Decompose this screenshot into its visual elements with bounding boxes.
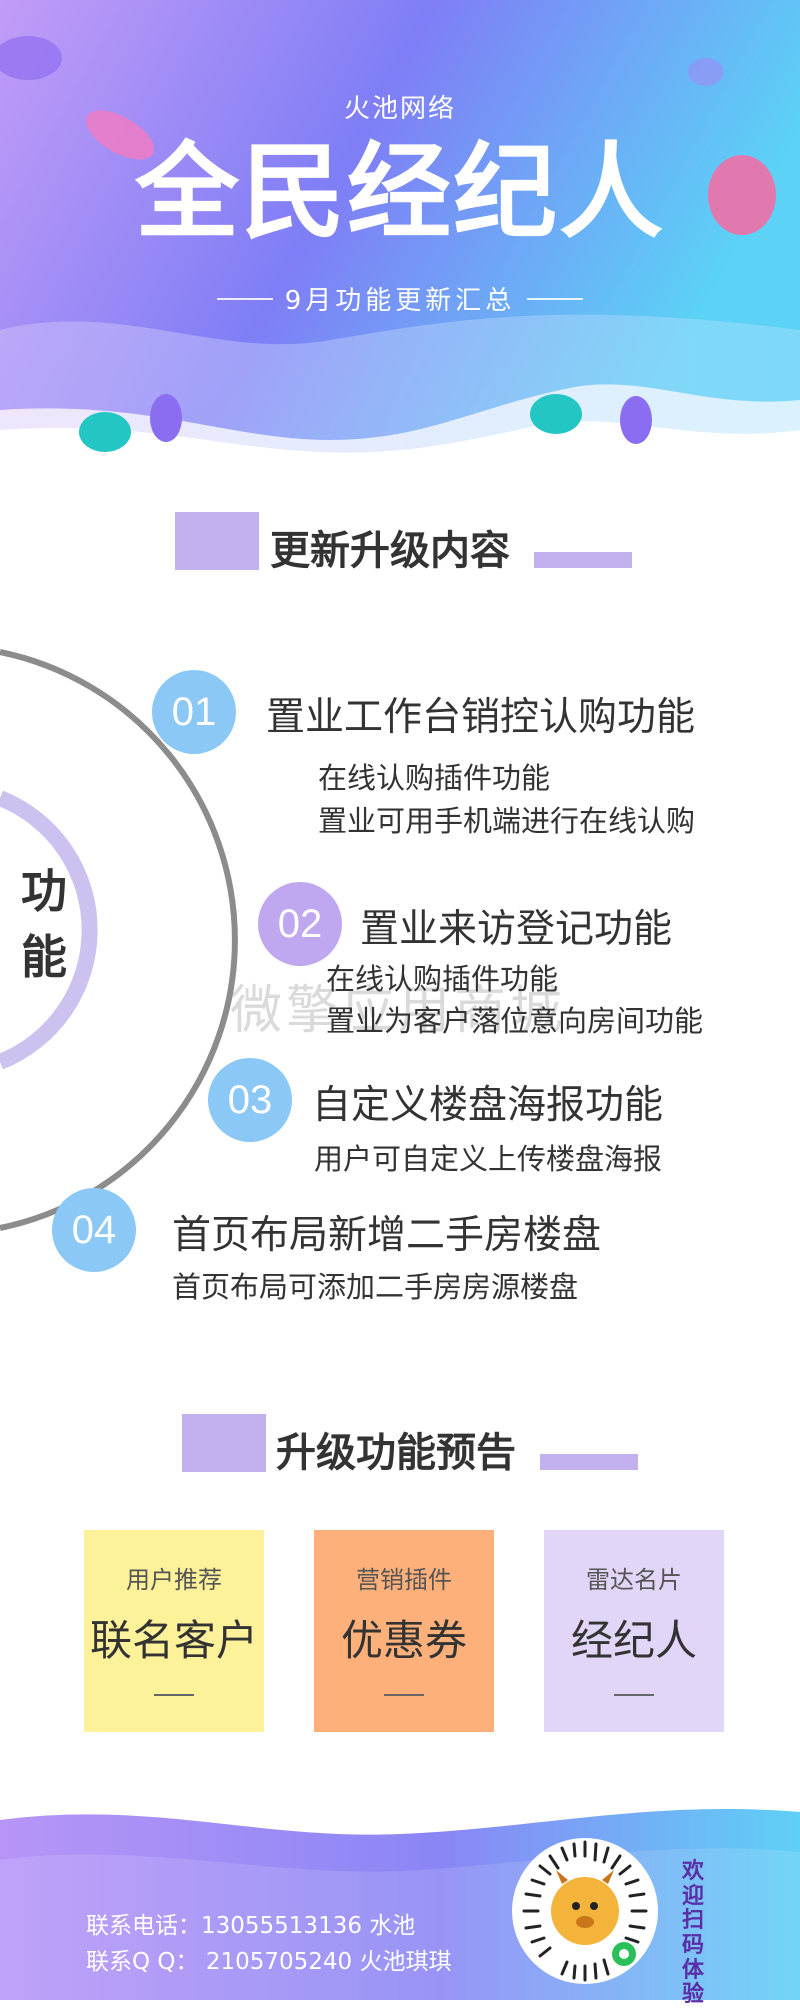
card-divider <box>154 1694 194 1696</box>
subtitle-row: 9月功能更新汇总 <box>0 280 800 317</box>
feature-number-badge: 03 <box>208 1058 292 1142</box>
side-label-1: 功 <box>21 864 67 918</box>
preview-card-coupon: 营销插件 优惠券 <box>314 1530 494 1732</box>
card-title: 优惠券 <box>340 1616 467 1665</box>
mini-program-qr-icon[interactable] <box>510 1836 660 1986</box>
section-heading-update: 更新升级内容 <box>0 508 800 578</box>
card-divider <box>384 1694 424 1696</box>
heading-block-left <box>182 1414 266 1472</box>
feature-arc <box>0 649 238 1231</box>
feature-desc: 置业可用手机端进行在线认购 <box>318 804 696 838</box>
footer-banner: 联系电话：13055513136 水池 联系Q Q： 2105705240 火池… <box>0 1800 800 2007</box>
card-divider <box>614 1694 654 1696</box>
card-caption: 营销插件 <box>356 1566 452 1594</box>
page-title: 全民经纪人 <box>134 131 665 253</box>
header-banner: 火池网络 全民经纪人 9月功能更新汇总 <box>0 0 800 470</box>
subtitle-line-right <box>527 297 584 300</box>
card-caption: 用户推荐 <box>126 1566 222 1594</box>
page-subtitle: 9月功能更新汇总 <box>284 286 516 316</box>
subtitle-line-left <box>216 297 273 300</box>
brand-name: 火池网络 <box>343 94 456 124</box>
feature-number-badge: 02 <box>258 882 342 966</box>
section-title-update: 更新升级内容 <box>270 528 510 574</box>
feature-title: 置业来访登记功能 <box>360 907 673 952</box>
card-title: 联名客户 <box>89 1616 258 1665</box>
heading-block-left <box>175 512 259 570</box>
watermark: 微擎应用商城 <box>230 981 567 1041</box>
heading-block-right <box>534 552 632 568</box>
feature-desc: 首页布局可添加二手房房源楼盘 <box>172 1270 579 1304</box>
preview-card-agent: 雷达名片 经纪人 <box>544 1530 724 1732</box>
feature-desc: 置业为客户落位意向房间功能 <box>326 1004 704 1038</box>
header-background <box>0 0 800 470</box>
feature-desc: 在线认购插件功能 <box>318 761 551 795</box>
card-caption: 雷达名片 <box>586 1566 682 1594</box>
feature-list: 功 能 01 置业工作台销控认购功能 在线认购插件功能 置业可用手机端进行在线认… <box>0 620 800 1340</box>
heading-block-right <box>540 1454 638 1470</box>
contact-phone: 联系电话：13055513136 水池 <box>86 1913 416 1939</box>
feature-title: 置业工作台销控认购功能 <box>266 695 696 740</box>
preview-card-joint-customer: 用户推荐 联名客户 <box>84 1530 264 1732</box>
side-label-2: 能 <box>21 930 67 984</box>
welcome-scan-text: 欢迎扫码体验 <box>681 1859 704 2008</box>
section-title-preview: 升级功能预告 <box>276 1430 516 1476</box>
card-title: 经纪人 <box>570 1616 697 1665</box>
feature-title: 自定义楼盘海报功能 <box>312 1083 664 1128</box>
feature-desc: 用户可自定义上传楼盘海报 <box>314 1142 663 1176</box>
contact-qq: 联系Q Q： 2105705240 火池琪琪 <box>86 1949 452 1975</box>
feature-title: 首页布局新增二手房楼盘 <box>172 1213 602 1258</box>
section-heading-preview: 升级功能预告 <box>0 1410 800 1480</box>
feature-number-badge: 04 <box>52 1188 136 1272</box>
feature-number-badge: 01 <box>152 670 236 754</box>
feature-desc: 在线认购插件功能 <box>326 962 559 996</box>
